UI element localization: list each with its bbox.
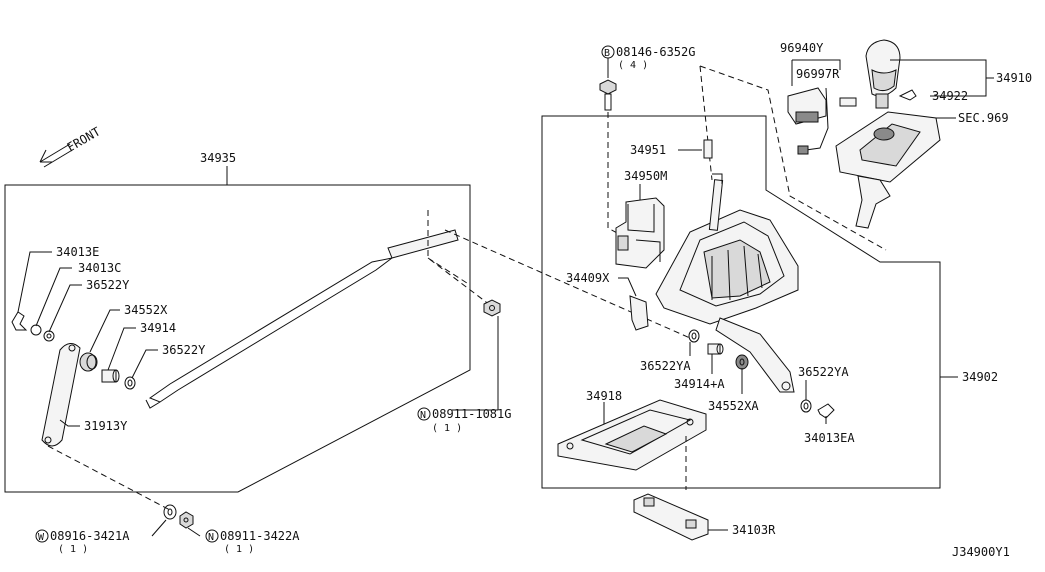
symbol-b-6352G-text: B [604, 48, 610, 59]
label-08916-3421A: 08916-3421A [50, 529, 130, 543]
clip-34013EA-icon [817, 403, 835, 419]
washer-36522Y-icon [43, 330, 55, 342]
label-36522YA-a: 36522YA [640, 359, 691, 373]
label-34552X: 34552X [124, 303, 168, 317]
label-34013C: 34013C [78, 261, 121, 275]
shifter-base [655, 173, 799, 325]
bolt-08146-6352G-icon [599, 79, 617, 111]
bracket-34409X [629, 295, 649, 331]
label-34409X: 34409X [566, 271, 610, 285]
label-08146-6352G: 08146-6352G [616, 45, 695, 59]
label-08911-3422A: 08911-3422A [220, 529, 300, 543]
label-31913Y: 31913Y [84, 419, 128, 433]
bezel-34918 [557, 399, 707, 471]
front-label: FRONT [65, 124, 103, 154]
console-finisher-sec969 [835, 111, 941, 229]
label-34910: 34910 [996, 71, 1032, 85]
label-96940Y: 96940Y [780, 41, 824, 55]
nut-08911-1081G-icon [483, 299, 501, 317]
harness-96997R [805, 87, 829, 151]
qty-08146-6352G: ( 4 ) [618, 60, 648, 71]
control-rod [145, 229, 459, 409]
washer-36522YA-a-icon [688, 329, 700, 343]
label-34103R: 34103R [732, 523, 776, 537]
label-96997R: 96997R [796, 67, 840, 81]
label-34914: 34914 [140, 321, 176, 335]
label-34922: 34922 [932, 89, 968, 103]
washer-08916-3421A-icon [163, 504, 177, 520]
switch-96940Y [787, 87, 827, 125]
nut-08911-3422A-icon [179, 511, 194, 529]
collar-34914A-icon [707, 343, 724, 355]
symbol-w-3421A [35, 529, 49, 543]
label-36522Y-b: 36522Y [162, 343, 206, 357]
label-36522YA-b: 36522YA [798, 365, 849, 379]
label-36522Y-a: 36522Y [86, 278, 130, 292]
label-34902: 34902 [962, 370, 998, 384]
label-34951: 34951 [630, 143, 666, 157]
lever-31913Y [41, 343, 81, 447]
assembly-34902-box [541, 115, 941, 489]
label-sec969: SEC.969 [958, 111, 1009, 125]
symbol-n-3422A-text: N [208, 532, 214, 543]
shift-arm [715, 317, 795, 393]
symbol-n-1081G [417, 407, 431, 421]
bushing-34552XA-icon [735, 354, 749, 370]
front-arrow-icon [39, 143, 75, 168]
washer-36522YA-b-icon [800, 399, 812, 413]
bracket-34103R [633, 493, 709, 541]
qty-08911-3422A: ( 1 ) [224, 544, 254, 555]
qty-08911-1081G: ( 1 ) [432, 423, 462, 434]
washer-36522Y-b-icon [124, 376, 136, 390]
qty-08916-3421A: ( 1 ) [58, 544, 88, 555]
symbol-w-3421A-text: W [38, 532, 45, 543]
label-34935: 34935 [200, 151, 236, 165]
label-34914A: 34914+A [674, 377, 725, 391]
symbol-n-3422A [205, 529, 219, 543]
symbol-n-1081G-text: N [420, 410, 426, 421]
pin-34951-icon [703, 139, 713, 159]
knob-34910 [865, 39, 901, 109]
assembly-34935-box [4, 184, 471, 493]
collar-34914-icon [101, 369, 120, 383]
diagram-id: J34900Y1 [952, 545, 1010, 559]
washer-34013C-icon [30, 324, 42, 336]
label-08911-1081G: 08911-1081G [432, 407, 511, 421]
label-34950M: 34950M [624, 169, 667, 183]
bushing-34552X-icon [79, 352, 98, 372]
label-34918: 34918 [586, 389, 622, 403]
clip-34922-icon [898, 89, 917, 101]
clip-34013E-icon [11, 311, 28, 331]
label-34013EA: 34013EA [804, 431, 855, 445]
label-34013E: 34013E [56, 245, 99, 259]
solenoid-34950M [615, 197, 665, 269]
label-34552XA: 34552XA [708, 399, 759, 413]
